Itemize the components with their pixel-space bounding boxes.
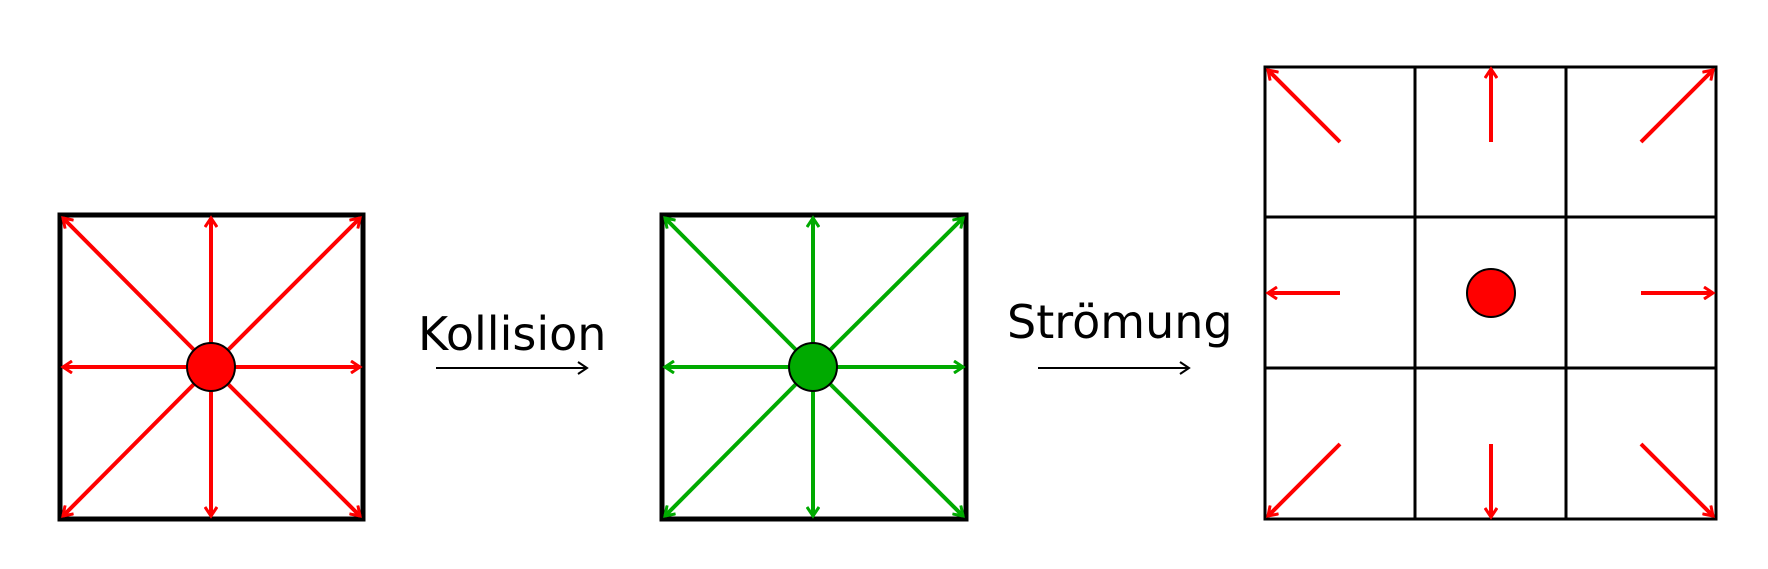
arrow-northeast xyxy=(811,218,963,369)
post-collision-cell xyxy=(659,212,969,522)
pre-collision-node xyxy=(186,342,236,392)
streaming-label: Strömung xyxy=(1007,295,1233,349)
streamed-arrow-southwest xyxy=(1268,442,1342,516)
arrow-southwest xyxy=(63,365,213,516)
post-collision-node xyxy=(788,342,838,392)
streaming-center-node xyxy=(1466,268,1516,318)
arrow-southwest xyxy=(665,365,815,516)
post-collision-cell-border xyxy=(659,212,969,522)
pre-collision-cell xyxy=(57,212,366,522)
streaming-grid xyxy=(1263,65,1718,521)
arrow-northeast xyxy=(209,218,360,369)
arrow-southeast xyxy=(811,365,963,516)
arrow-southeast xyxy=(209,365,360,516)
streamed-arrow-southeast xyxy=(1639,442,1713,516)
streaming-transition: Strömung xyxy=(1007,295,1233,375)
streamed-arrow-northwest xyxy=(1268,70,1342,144)
pre-collision-cell-border xyxy=(57,212,366,522)
arrow-northwest xyxy=(63,218,213,369)
streamed-arrow-northeast xyxy=(1639,70,1713,144)
streamed-velocity-arrows xyxy=(1268,69,1713,517)
collision-label: Kollision xyxy=(418,307,606,361)
collision-transition: Kollision xyxy=(418,307,606,375)
arrow-northwest xyxy=(665,218,815,369)
